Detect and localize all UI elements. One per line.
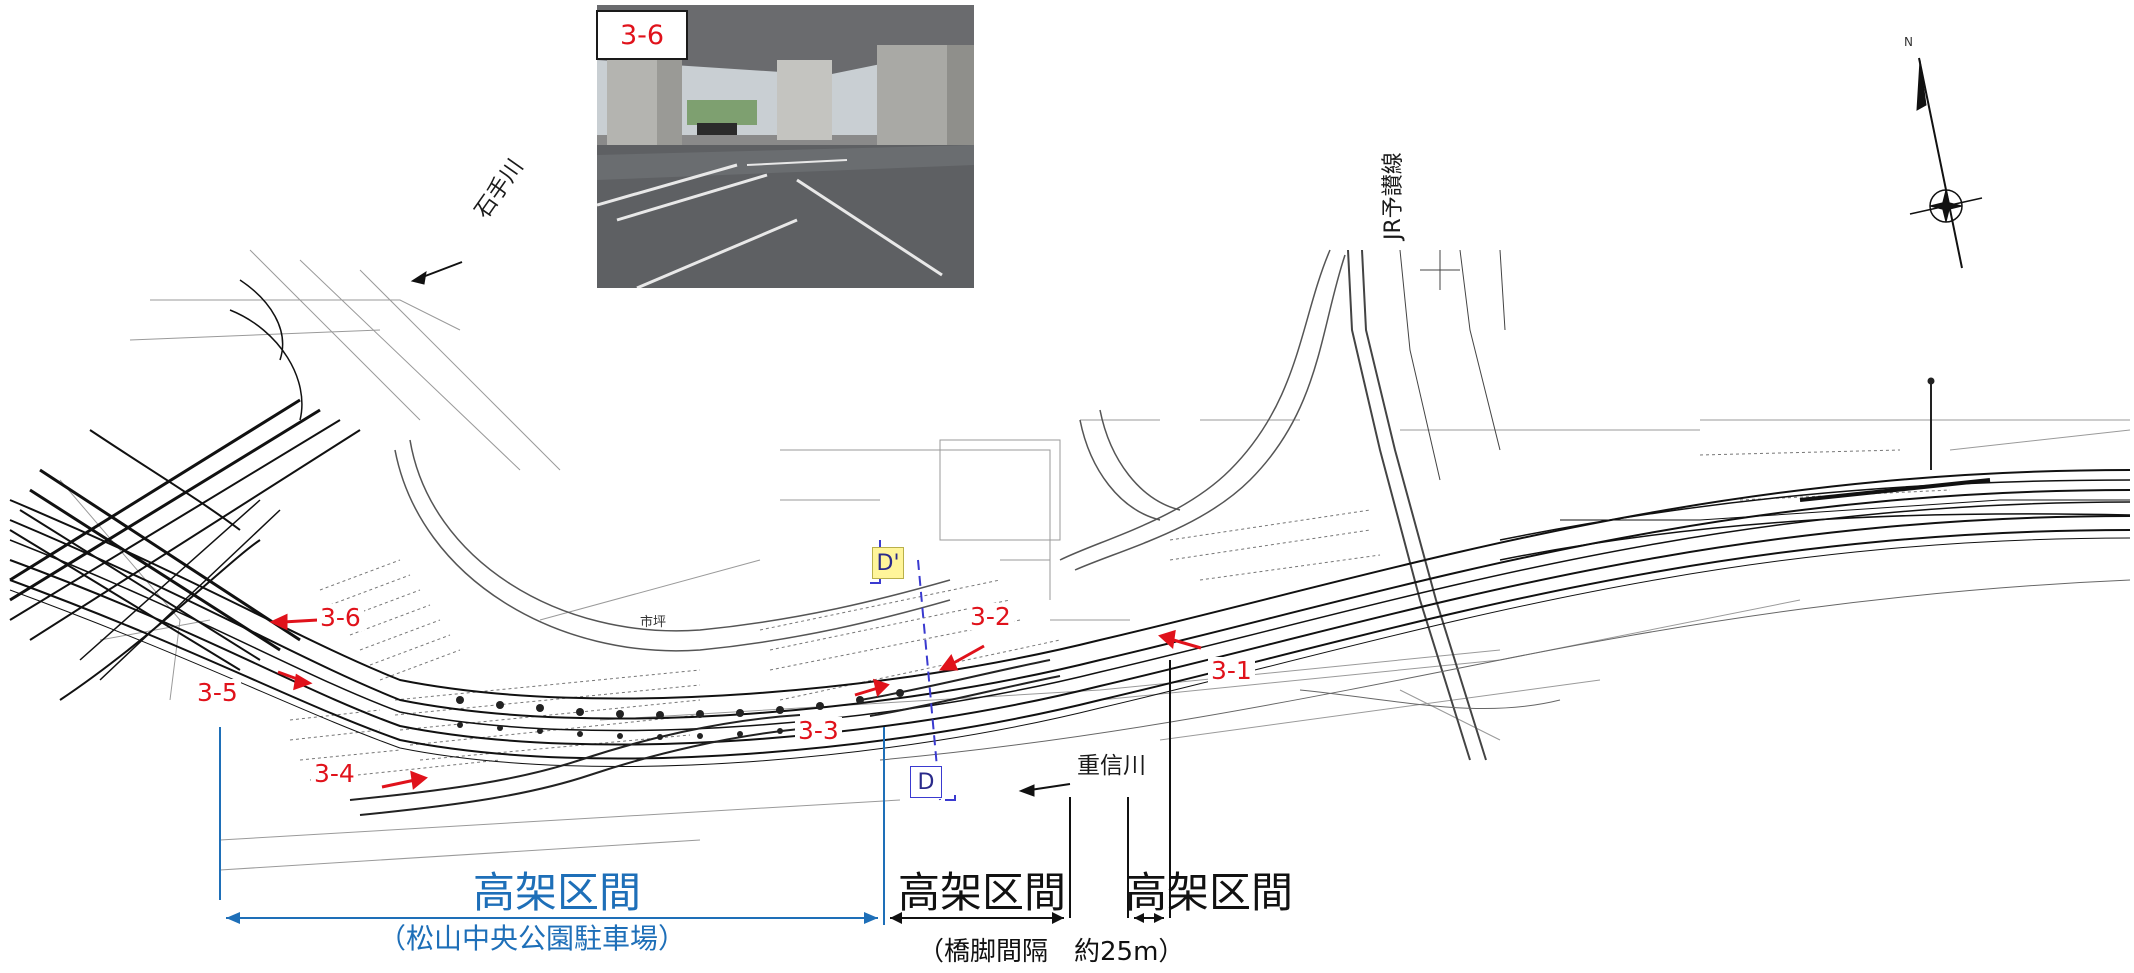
marker-3-3[interactable]: 3-3: [795, 717, 842, 744]
photo-badge-label: 3-6: [596, 10, 688, 60]
shigenobu-river-label: 重信川: [1077, 753, 1146, 779]
section-mark-d: D: [910, 766, 942, 798]
north-label: N: [1904, 35, 1913, 49]
jr-line-label: JR予讃線: [1381, 152, 1406, 240]
shigenobu-river-edge: [879, 579, 2131, 761]
elevated-section-middle-title: 高架区間: [898, 868, 1067, 917]
elevated-section-parking-title: 高架区間: [473, 868, 642, 917]
section-mark-d-prime: D': [872, 547, 904, 579]
elevated-section-east-title: 高架区間: [1125, 868, 1294, 917]
place-label-ichitsubo: 市坪: [640, 615, 667, 630]
elevated-section-parking-subtitle: （松山中央公園駐車場）: [378, 922, 687, 955]
pier-spacing-note: （橋脚間隔 約25m）: [918, 937, 1185, 967]
section-dimension-lines: [219, 660, 1171, 925]
marker-3-4[interactable]: 3-4: [311, 760, 358, 787]
north-compass: [1909, 57, 1983, 269]
background-linework: [59, 249, 2131, 871]
marker-3-1[interactable]: 3-1: [1208, 657, 1255, 684]
marker-3-6[interactable]: 3-6: [317, 604, 364, 631]
jr-railway-linework: [1347, 249, 1506, 761]
parking-stalls: [289, 449, 1951, 781]
south-ramp: [349, 659, 1061, 816]
west-interchange: [9, 279, 361, 701]
interchange-loop-roads: [394, 249, 1346, 652]
pole-mark: [1927, 377, 1935, 470]
elevated-highway: [9, 469, 2131, 768]
marker-3-2[interactable]: 3-2: [967, 603, 1014, 630]
marker-3-5[interactable]: 3-5: [194, 679, 241, 706]
river-flow-arrows: [410, 261, 1071, 797]
photo-location-arrows: [269, 613, 1202, 790]
